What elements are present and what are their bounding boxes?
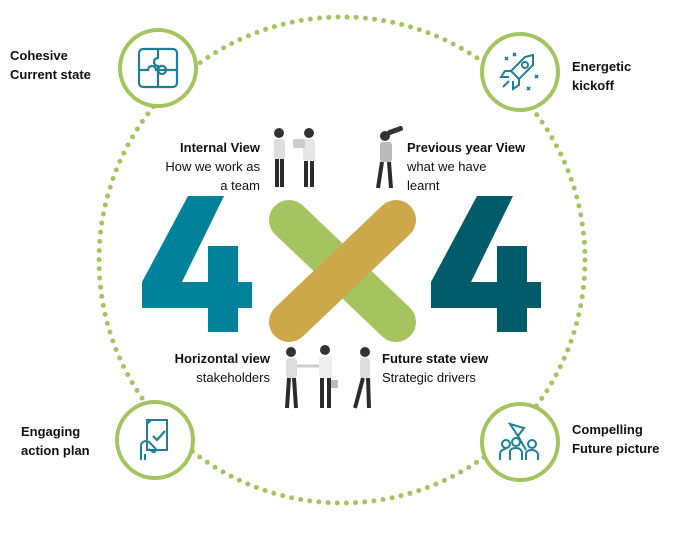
puzzle-icon: [137, 47, 179, 89]
team-flag-icon: [499, 422, 539, 460]
rocket-badge: [480, 32, 560, 112]
view-label-internal: Internal View How we work as a team: [165, 140, 260, 193]
x-cross-graphic: [269, 200, 416, 342]
rocket-icon: [499, 52, 539, 91]
corner-label-top-left: Cohesive Current state: [10, 48, 91, 82]
view-label-horizontal: Horizontal view stakeholders: [174, 351, 270, 385]
future-picture-badge: [480, 402, 560, 482]
two-people-discussing-illustration: [274, 128, 315, 187]
left-four-digit: [142, 196, 252, 332]
handshake-illustration: [285, 345, 338, 409]
view-label-future-state: Future state view Strategic drivers: [382, 351, 489, 385]
right-four-digit: [431, 196, 541, 332]
person-walking-illustration: [353, 347, 371, 409]
corner-label-bottom-left: Engaging action plan: [21, 424, 90, 458]
view-label-previous-year: Previous year View what we have learnt: [407, 140, 526, 193]
action-plan-badge: [115, 400, 195, 480]
puzzle-badge: [118, 28, 198, 108]
corner-label-top-right: Energetic kickoff: [572, 59, 632, 93]
person-with-telescope-illustration: [376, 126, 403, 189]
corner-label-bottom-right: Compelling Future picture: [572, 422, 660, 456]
hand-document-check-icon: [140, 419, 168, 460]
